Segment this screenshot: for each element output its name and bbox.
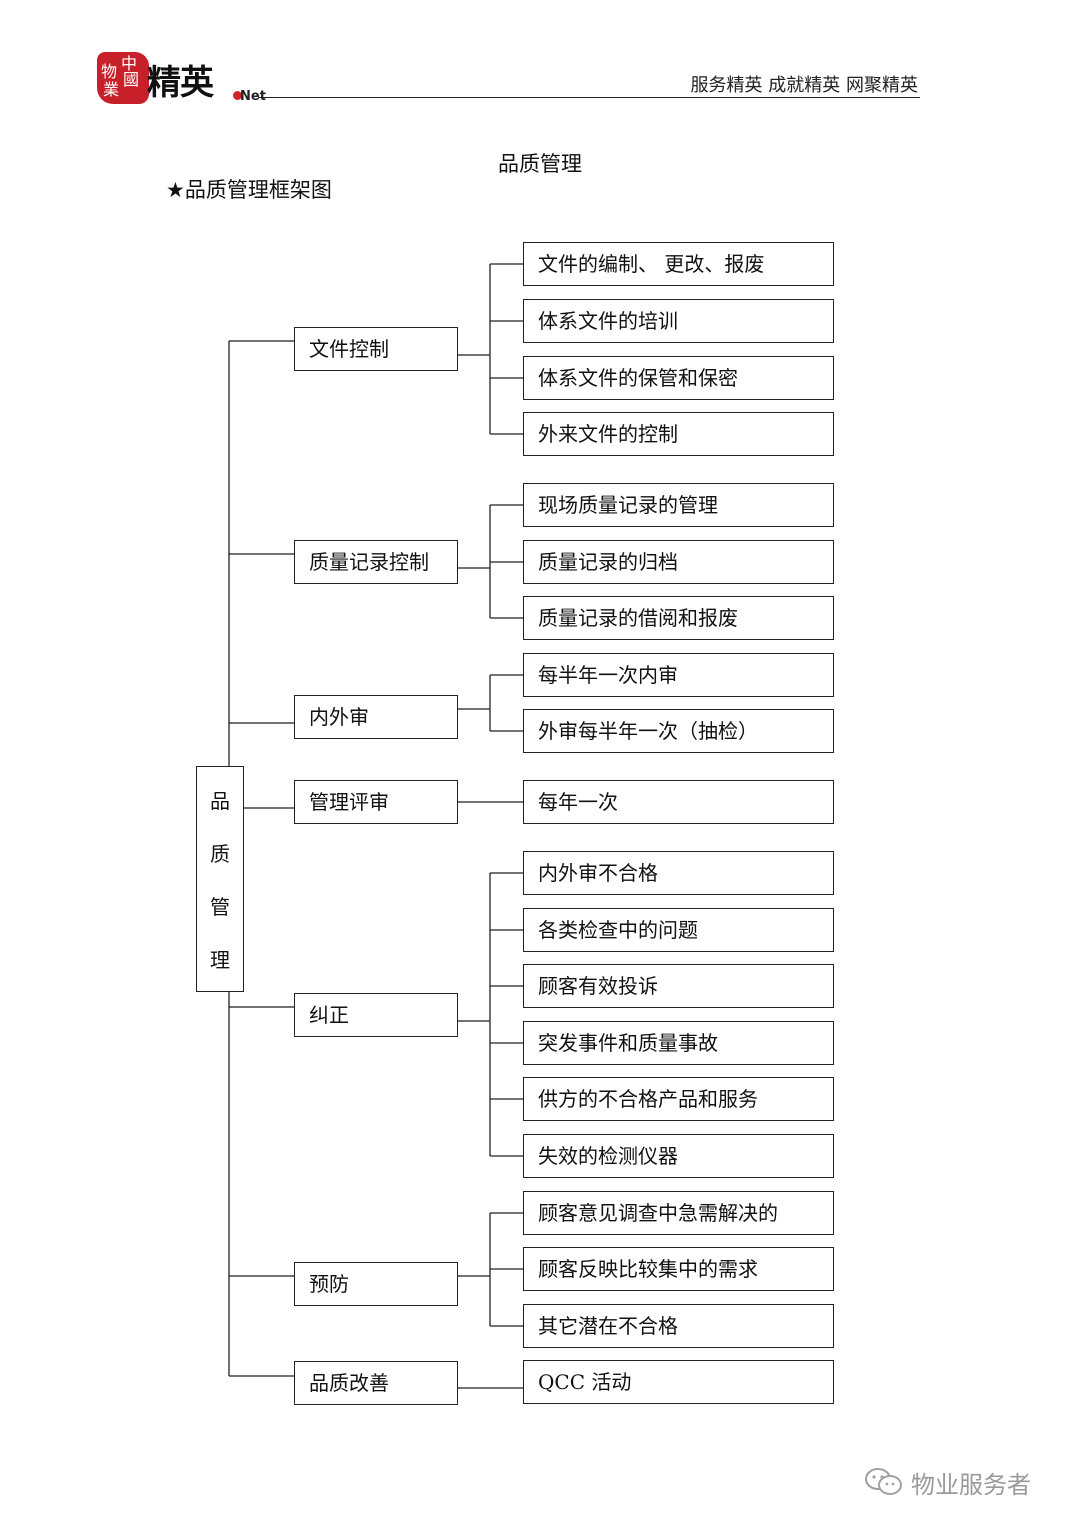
header-divider — [258, 97, 920, 98]
leaf-node: 内外审不合格 — [523, 851, 834, 895]
leaf-node: 外来文件的控制 — [523, 412, 834, 456]
logo-seal-char: 物 — [101, 62, 118, 81]
leaf-node: 外审每半年一次（抽检） — [523, 709, 834, 753]
branch-node-management-review: 管理评审 — [294, 780, 458, 824]
root-node-char: 理 — [210, 948, 230, 972]
leaf-node: QCC 活动 — [523, 1360, 834, 1404]
leaf-node: 各类检查中的问题 — [523, 908, 834, 952]
leaf-node: 质量记录的归档 — [523, 540, 834, 584]
logo-seal: 中 國 物 業 — [97, 52, 149, 104]
leaf-node: 现场质量记录的管理 — [523, 483, 834, 527]
section-heading: ★品质管理框架图 — [166, 178, 332, 202]
leaf-node: 体系文件的保管和保密 — [523, 356, 834, 400]
wechat-icon — [863, 1466, 905, 1498]
root-node-char: 管 — [210, 895, 230, 919]
branch-node-audit: 内外审 — [294, 695, 458, 739]
branch-node-correction: 纠正 — [294, 993, 458, 1037]
leaf-node: 顾客反映比较集中的需求 — [523, 1247, 834, 1291]
leaf-node: 失效的检测仪器 — [523, 1134, 834, 1178]
logo-text: 精英 — [147, 63, 214, 103]
leaf-node: 体系文件的培训 — [523, 299, 834, 343]
page-title: 品质管理 — [498, 152, 582, 176]
leaf-node: 每半年一次内审 — [523, 653, 834, 697]
branch-node-document-control: 文件控制 — [294, 327, 458, 371]
watermark-text: 物业服务者 — [911, 1470, 1031, 1499]
leaf-node: 顾客意见调查中急需解决的 — [523, 1191, 834, 1235]
leaf-node: 文件的编制、 更改、报废 — [523, 242, 834, 286]
leaf-node: 突发事件和质量事故 — [523, 1021, 834, 1065]
root-node: 品 质 管 理 — [196, 766, 244, 992]
leaf-node: 其它潜在不合格 — [523, 1304, 834, 1348]
branch-node-quality-records: 质量记录控制 — [294, 540, 458, 584]
leaf-node: 供方的不合格产品和服务 — [523, 1077, 834, 1121]
logo-seal-char: 國 — [123, 70, 140, 89]
leaf-node: 质量记录的借阅和报废 — [523, 596, 834, 640]
leaf-node: 顾客有效投诉 — [523, 964, 834, 1008]
watermark: 物业服务者 — [863, 1462, 1031, 1502]
branch-node-prevention: 预防 — [294, 1262, 458, 1306]
logo-seal-char: 業 — [103, 80, 120, 99]
header-slogan: 服务精英 成就精英 网聚精英 — [690, 75, 918, 96]
logo-dot — [233, 91, 242, 100]
logo-suffix: Net — [240, 89, 266, 104]
logo-seal-char: 中 — [121, 54, 138, 73]
root-node-char: 品 — [210, 789, 230, 813]
branch-node-quality-improvement: 品质改善 — [294, 1361, 458, 1405]
root-node-char: 质 — [210, 842, 230, 866]
leaf-node: 每年一次 — [523, 780, 834, 824]
